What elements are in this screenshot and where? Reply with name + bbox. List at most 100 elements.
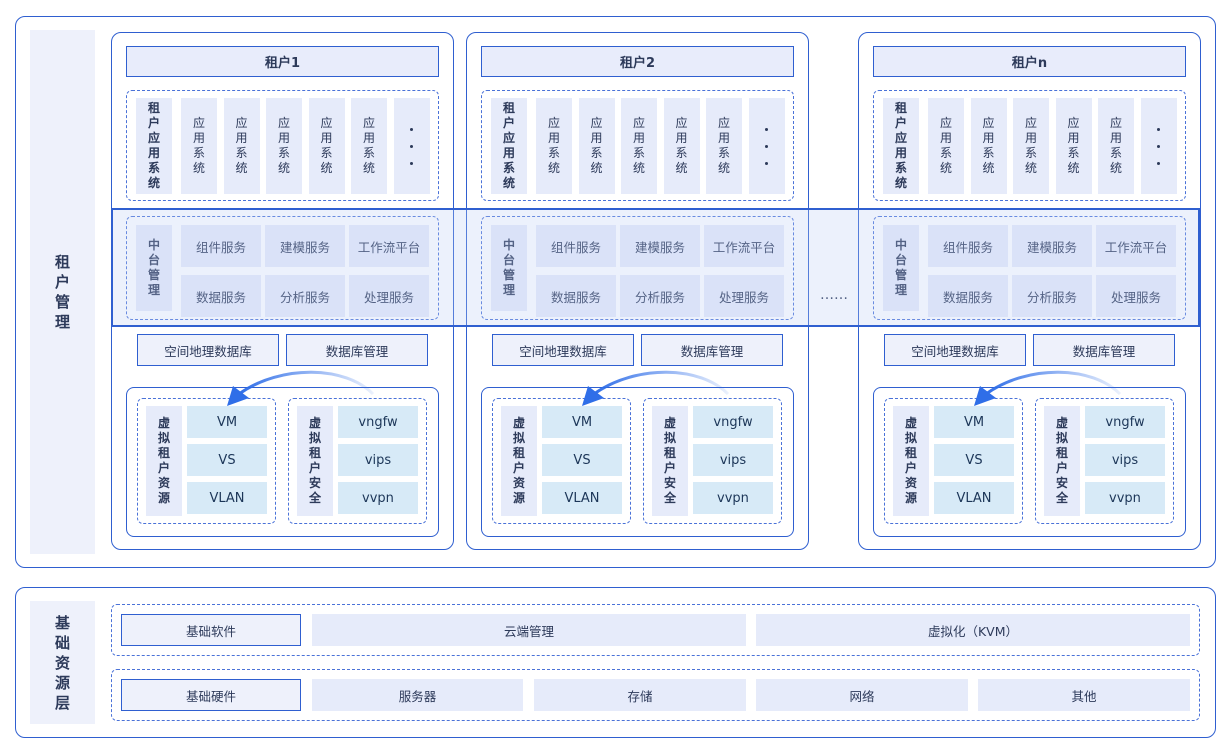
tenant-2-app-label: 租户应用系统 bbox=[491, 98, 527, 194]
software-item-cloud-management: 云端管理 bbox=[312, 614, 746, 646]
tenant-2-vres-vlan: VLAN bbox=[542, 482, 622, 514]
tenant-2-mid-service-1: 组件服务 bbox=[536, 225, 616, 267]
tenant-2-app-system-3: 应用系统 bbox=[621, 98, 657, 194]
base-resource-panel bbox=[15, 587, 1216, 738]
tenant-1-vsec-vips: vips bbox=[338, 444, 418, 476]
tenant-1-title: 租户1 bbox=[126, 46, 439, 77]
tenant-1-vres-vs: VS bbox=[187, 444, 267, 476]
tenant-2-vsec-vips: vips bbox=[693, 444, 773, 476]
tenant-n-vsec-vips: vips bbox=[1085, 444, 1165, 476]
base-hardware-row bbox=[111, 669, 1200, 721]
base-resource-label-box: 基础资源层 bbox=[30, 601, 95, 724]
curved-arrow-icon bbox=[974, 370, 1122, 406]
tenant-2-app-more bbox=[748, 98, 785, 194]
tenant-1-mid-service-2: 建模服务 bbox=[265, 225, 345, 267]
tenant-1-app-system-1: 应用系统 bbox=[181, 98, 217, 194]
tenant-1-mid-row bbox=[126, 216, 439, 320]
tenant-2-vres-label: 虚拟租户资源 bbox=[501, 406, 537, 516]
hardware-item-server: 服务器 bbox=[312, 679, 523, 711]
tenant-1-app-system-2: 应用系统 bbox=[223, 98, 260, 194]
tenant-n-app-system-5: 应用系统 bbox=[1098, 98, 1134, 194]
tenant-1-mid-service-5: 分析服务 bbox=[265, 275, 345, 317]
hardware-item-network: 网络 bbox=[756, 679, 968, 711]
tenant-2-mid-service-5: 分析服务 bbox=[620, 275, 700, 317]
tenant-n-vsec-vvpn: vvpn bbox=[1085, 482, 1165, 514]
tenant-n-mid-row bbox=[873, 216, 1186, 320]
hardware-item-storage: 存储 bbox=[534, 679, 746, 711]
base-resource-label: 基础资源层 bbox=[54, 613, 70, 712]
tenant-ellipsis: …… bbox=[820, 287, 848, 303]
tenant-n-app-system-4: 应用系统 bbox=[1055, 98, 1092, 194]
tenant-n-vsec-label: 虚拟租户安全 bbox=[1044, 406, 1080, 516]
hardware-item-other: 其他 bbox=[978, 679, 1190, 711]
tenant-1-app-system-3: 应用系统 bbox=[266, 98, 302, 194]
tenant-n-vsec-vngfw: vngfw bbox=[1085, 406, 1165, 438]
tenant-2-app-system-1: 应用系统 bbox=[536, 98, 572, 194]
tenant-1-vsec-group bbox=[288, 398, 427, 524]
curved-arrow-icon bbox=[227, 370, 375, 406]
tenant-1-app-system-4: 应用系统 bbox=[308, 98, 345, 194]
tenant-2-vsec-vvpn: vvpn bbox=[693, 482, 773, 514]
tenant-n-db-spatial: 空间地理数据库 bbox=[884, 334, 1026, 366]
tenant-n-vres-vm: VM bbox=[934, 406, 1014, 438]
tenant-1-mid-label: 中台管理 bbox=[136, 225, 172, 311]
tenant-management-label: 租户管理 bbox=[54, 253, 70, 331]
tenant-n-vres-vs: VS bbox=[934, 444, 1014, 476]
tenant-2-vsec-vngfw: vngfw bbox=[693, 406, 773, 438]
tenant-2-mid-service-4: 数据服务 bbox=[536, 275, 616, 317]
tenant-1-mid-service-6: 处理服务 bbox=[349, 275, 429, 317]
tenant-2-mid-service-2: 建模服务 bbox=[620, 225, 700, 267]
tenant-n-mid-service-2: 建模服务 bbox=[1012, 225, 1092, 267]
tenant-2-app-row bbox=[481, 90, 794, 201]
tenant-2-title: 租户2 bbox=[481, 46, 794, 77]
tenant-1-vres-vm: VM bbox=[187, 406, 267, 438]
tenant-1-app-label: 租户应用系统 bbox=[136, 98, 172, 194]
base-software-label: 基础软件 bbox=[121, 614, 301, 646]
tenant-2-vsec-group bbox=[643, 398, 782, 524]
tenant-1-db-management: 数据库管理 bbox=[286, 334, 428, 366]
tenant-management-label-box: 租户管理 bbox=[30, 30, 95, 554]
tenant-2-app-system-5: 应用系统 bbox=[706, 98, 742, 194]
tenant-2-mid-service-3: 工作流平台 bbox=[704, 225, 784, 267]
tenant-n-app-system-3: 应用系统 bbox=[1013, 98, 1049, 194]
tenant-n-mid-service-5: 分析服务 bbox=[1012, 275, 1092, 317]
tenant-1-vres-vlan: VLAN bbox=[187, 482, 267, 514]
tenant-2-mid-row bbox=[481, 216, 794, 320]
tenant-n-db-management: 数据库管理 bbox=[1033, 334, 1175, 366]
tenant-n-app-system-2: 应用系统 bbox=[970, 98, 1007, 194]
tenant-1-vres-label: 虚拟租户资源 bbox=[146, 406, 182, 516]
tenant-n-title: 租户n bbox=[873, 46, 1186, 77]
tenant-2-vres-vm: VM bbox=[542, 406, 622, 438]
tenant-n-mid-service-1: 组件服务 bbox=[928, 225, 1008, 267]
tenant-2-vsec-label: 虚拟租户安全 bbox=[652, 406, 688, 516]
tenant-1-vsec-vngfw: vngfw bbox=[338, 406, 418, 438]
tenant-n-mid-service-3: 工作流平台 bbox=[1096, 225, 1176, 267]
tenant-1-mid-service-3: 工作流平台 bbox=[349, 225, 429, 267]
tenant-1-app-row bbox=[126, 90, 439, 201]
software-item-virtualization: 虚拟化（KVM） bbox=[756, 614, 1190, 646]
tenant-1-db-spatial: 空间地理数据库 bbox=[137, 334, 279, 366]
tenant-1-mid-service-4: 数据服务 bbox=[181, 275, 261, 317]
tenant-n-vres-label: 虚拟租户资源 bbox=[893, 406, 929, 516]
base-hardware-label: 基础硬件 bbox=[121, 679, 301, 711]
tenant-n-app-row bbox=[873, 90, 1186, 201]
tenant-n-mid-label: 中台管理 bbox=[883, 225, 919, 311]
tenant-n-mid-service-4: 数据服务 bbox=[928, 275, 1008, 317]
tenant-n-vres-group bbox=[884, 398, 1023, 524]
tenant-2-app-system-4: 应用系统 bbox=[663, 98, 700, 194]
tenant-2-db-spatial: 空间地理数据库 bbox=[492, 334, 634, 366]
tenant-n-app-label: 租户应用系统 bbox=[883, 98, 919, 194]
tenant-n-vres-vlan: VLAN bbox=[934, 482, 1014, 514]
tenant-2-db-management: 数据库管理 bbox=[641, 334, 783, 366]
tenant-1-vres-group bbox=[137, 398, 276, 524]
tenant-1-app-system-5: 应用系统 bbox=[351, 98, 387, 194]
tenant-2-vres-vs: VS bbox=[542, 444, 622, 476]
tenant-n-app-more bbox=[1140, 98, 1177, 194]
tenant-1-mid-service-1: 组件服务 bbox=[181, 225, 261, 267]
tenant-2-app-system-2: 应用系统 bbox=[578, 98, 615, 194]
tenant-2-mid-service-6: 处理服务 bbox=[704, 275, 784, 317]
tenant-1-app-more bbox=[393, 98, 430, 194]
curved-arrow-icon bbox=[582, 370, 730, 406]
tenant-1-vsec-label: 虚拟租户安全 bbox=[297, 406, 333, 516]
base-software-row bbox=[111, 604, 1200, 656]
